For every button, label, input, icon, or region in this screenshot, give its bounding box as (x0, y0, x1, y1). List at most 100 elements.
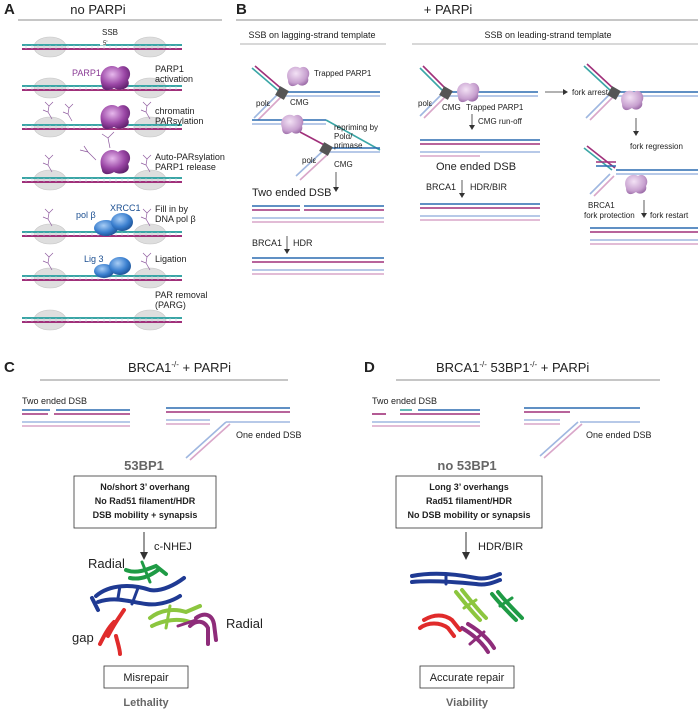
fill-label-2: DNA pol β (155, 214, 196, 224)
leading-pole-label: polε (418, 99, 433, 108)
c-box-line-2: No Rad51 filament/HDR (95, 496, 196, 506)
restarted-fork-strands (590, 227, 698, 245)
c-radial-label-2: Radial (226, 616, 263, 631)
d-factor-label: no 53BP1 (437, 458, 496, 473)
arrow-head-icon (641, 213, 647, 218)
pol-beta-label: pol β (76, 210, 96, 220)
fill-label-1: Fill in by (155, 204, 189, 214)
panel-letter-c: C (4, 359, 15, 376)
radial-chromosomes-illustration (90, 560, 218, 656)
panel-a-title: no PARPi (70, 2, 126, 17)
lagging-cmg2-label: CMG (334, 160, 353, 169)
xrcc1-label: XRCC1 (110, 203, 141, 213)
leading-trapped-label: Trapped PARP1 (466, 103, 524, 112)
trapped-parp1-icon (287, 66, 310, 87)
fork-arrest-label: fork arrest (572, 88, 609, 97)
c-radial-label-1: Radial (88, 556, 125, 571)
chromatin-label-2: PARsylation (155, 116, 203, 126)
dna-row-ssb (21, 36, 183, 58)
panel-a: A no PARPi SSB 5' PARP1 PARP1 activation (4, 1, 225, 331)
repriming-label-1: repriming by (334, 123, 378, 132)
leading-cmg-label: CMG (442, 103, 461, 112)
lagging-header: SSB on lagging-strand template (248, 30, 375, 40)
activation-label-1: PARP1 (155, 64, 184, 74)
lig3-icon (94, 264, 114, 278)
panel-letter-d: D (364, 359, 375, 376)
fork-protection-label: fork protection (584, 211, 635, 220)
two-ended-dsb-strands (252, 205, 384, 223)
leading-one-ended-label: One ended DSB (436, 161, 516, 173)
repriming-label-3: primase (334, 141, 363, 150)
parp1-protein-icon (100, 105, 131, 130)
regressed-fork (583, 145, 698, 197)
lagging-pole2-label: polε (302, 156, 317, 165)
par-removal-label-1: PAR removal (155, 290, 207, 300)
d-fate-label: Viability (446, 697, 489, 709)
leading-brca1-label: BRCA1 (426, 182, 456, 192)
dna-row-par-removal (21, 309, 183, 331)
cmg-helicase-icon (275, 86, 289, 100)
cmg-runoff-label: CMG run-off (478, 117, 523, 126)
lagging-trapped-label: Trapped PARP1 (314, 69, 372, 78)
activation-label-2: activation (155, 74, 193, 84)
trapped-parp1-icon (621, 90, 644, 111)
one-ended-strands-2 (420, 203, 540, 221)
leading-brca1-2-label: BRCA1 (588, 201, 615, 210)
c-outcome-box (103, 665, 189, 689)
parp1-protein-icon (100, 66, 131, 91)
par-chain-icon (79, 131, 115, 161)
leading-header: SSB on leading-strand template (484, 30, 611, 40)
c-box-line-3: DSB mobility + synapsis (93, 510, 198, 520)
lagging-brca1-label: BRCA1 (252, 238, 282, 248)
panel-c-title: BRCA1-/- + PARPi (128, 360, 231, 375)
xrcc1-icon (111, 213, 133, 231)
arrow-head-icon (563, 89, 568, 95)
arrow-head-icon (469, 125, 475, 130)
auto-label-1: Auto-PARsylation (155, 152, 225, 162)
c-outcome-label: Misrepair (123, 672, 169, 684)
cmg-helicase-icon (319, 142, 333, 156)
d-one-ended-strands (524, 407, 640, 459)
cmg-helicase-icon (439, 86, 453, 100)
lagging-fork-1 (251, 65, 380, 121)
arrow-head-icon (284, 249, 290, 254)
ligation-label: Ligation (155, 254, 187, 264)
panel-letter-b: B (236, 1, 247, 18)
d-two-ended-label: Two ended DSB (372, 396, 437, 406)
trapped-parp1-icon (625, 174, 648, 195)
repaired-dna-strands (252, 257, 384, 275)
fork-restart-label: fork restart (650, 211, 689, 220)
arrow-head-icon (333, 187, 339, 192)
repriming-label-2: Polα/ (334, 132, 353, 141)
d-outcome-label: Accurate repair (430, 672, 505, 684)
parp1-label: PARP1 (72, 68, 101, 78)
panel-letter-a: A (4, 1, 15, 18)
d-outcome-box (419, 665, 515, 689)
panel-c: C BRCA1-/- + PARPi Two ended DSB One end… (4, 359, 302, 709)
chromatin-label-1: chromatin (155, 106, 195, 116)
d-box-line-2: Rad51 filament/HDR (426, 496, 513, 506)
lagging-cmg-label: CMG (290, 98, 309, 107)
c-pathway-label: c-NHEJ (154, 541, 192, 553)
trapped-parp1-icon (457, 82, 480, 103)
c-two-ended-strands (22, 409, 130, 427)
arrow-head-icon (462, 552, 470, 560)
lagging-hdr-label: HDR (293, 238, 313, 248)
ssb-label: SSB (102, 28, 118, 37)
c-gap-label: gap (72, 630, 94, 645)
d-pathway-label: HDR/BIR (478, 541, 523, 553)
fork-regression-label: fork regression (630, 142, 683, 151)
arrow-head-icon (140, 552, 148, 560)
c-one-ended-label: One ended DSB (236, 430, 302, 440)
panel-b: B + PARPi SSB on lagging-strand template… (236, 1, 698, 275)
d-box-line-1: Long 3’ overhangs (429, 482, 509, 492)
c-two-ended-label: Two ended DSB (22, 396, 87, 406)
panel-d: D BRCA1-/- 53BP1-/- + PARPi Two ended DS… (364, 359, 660, 709)
d-box-line-3: No DSB mobility or synapsis (407, 510, 530, 520)
par-removal-label-2: (PARG) (155, 300, 186, 310)
arrow-head-icon (459, 193, 465, 198)
lagging-two-ended-label: Two ended DSB (252, 187, 332, 199)
d-mechanism-box (395, 475, 543, 529)
c-fate-label: Lethality (123, 697, 169, 709)
d-two-ended-strands (372, 409, 480, 427)
